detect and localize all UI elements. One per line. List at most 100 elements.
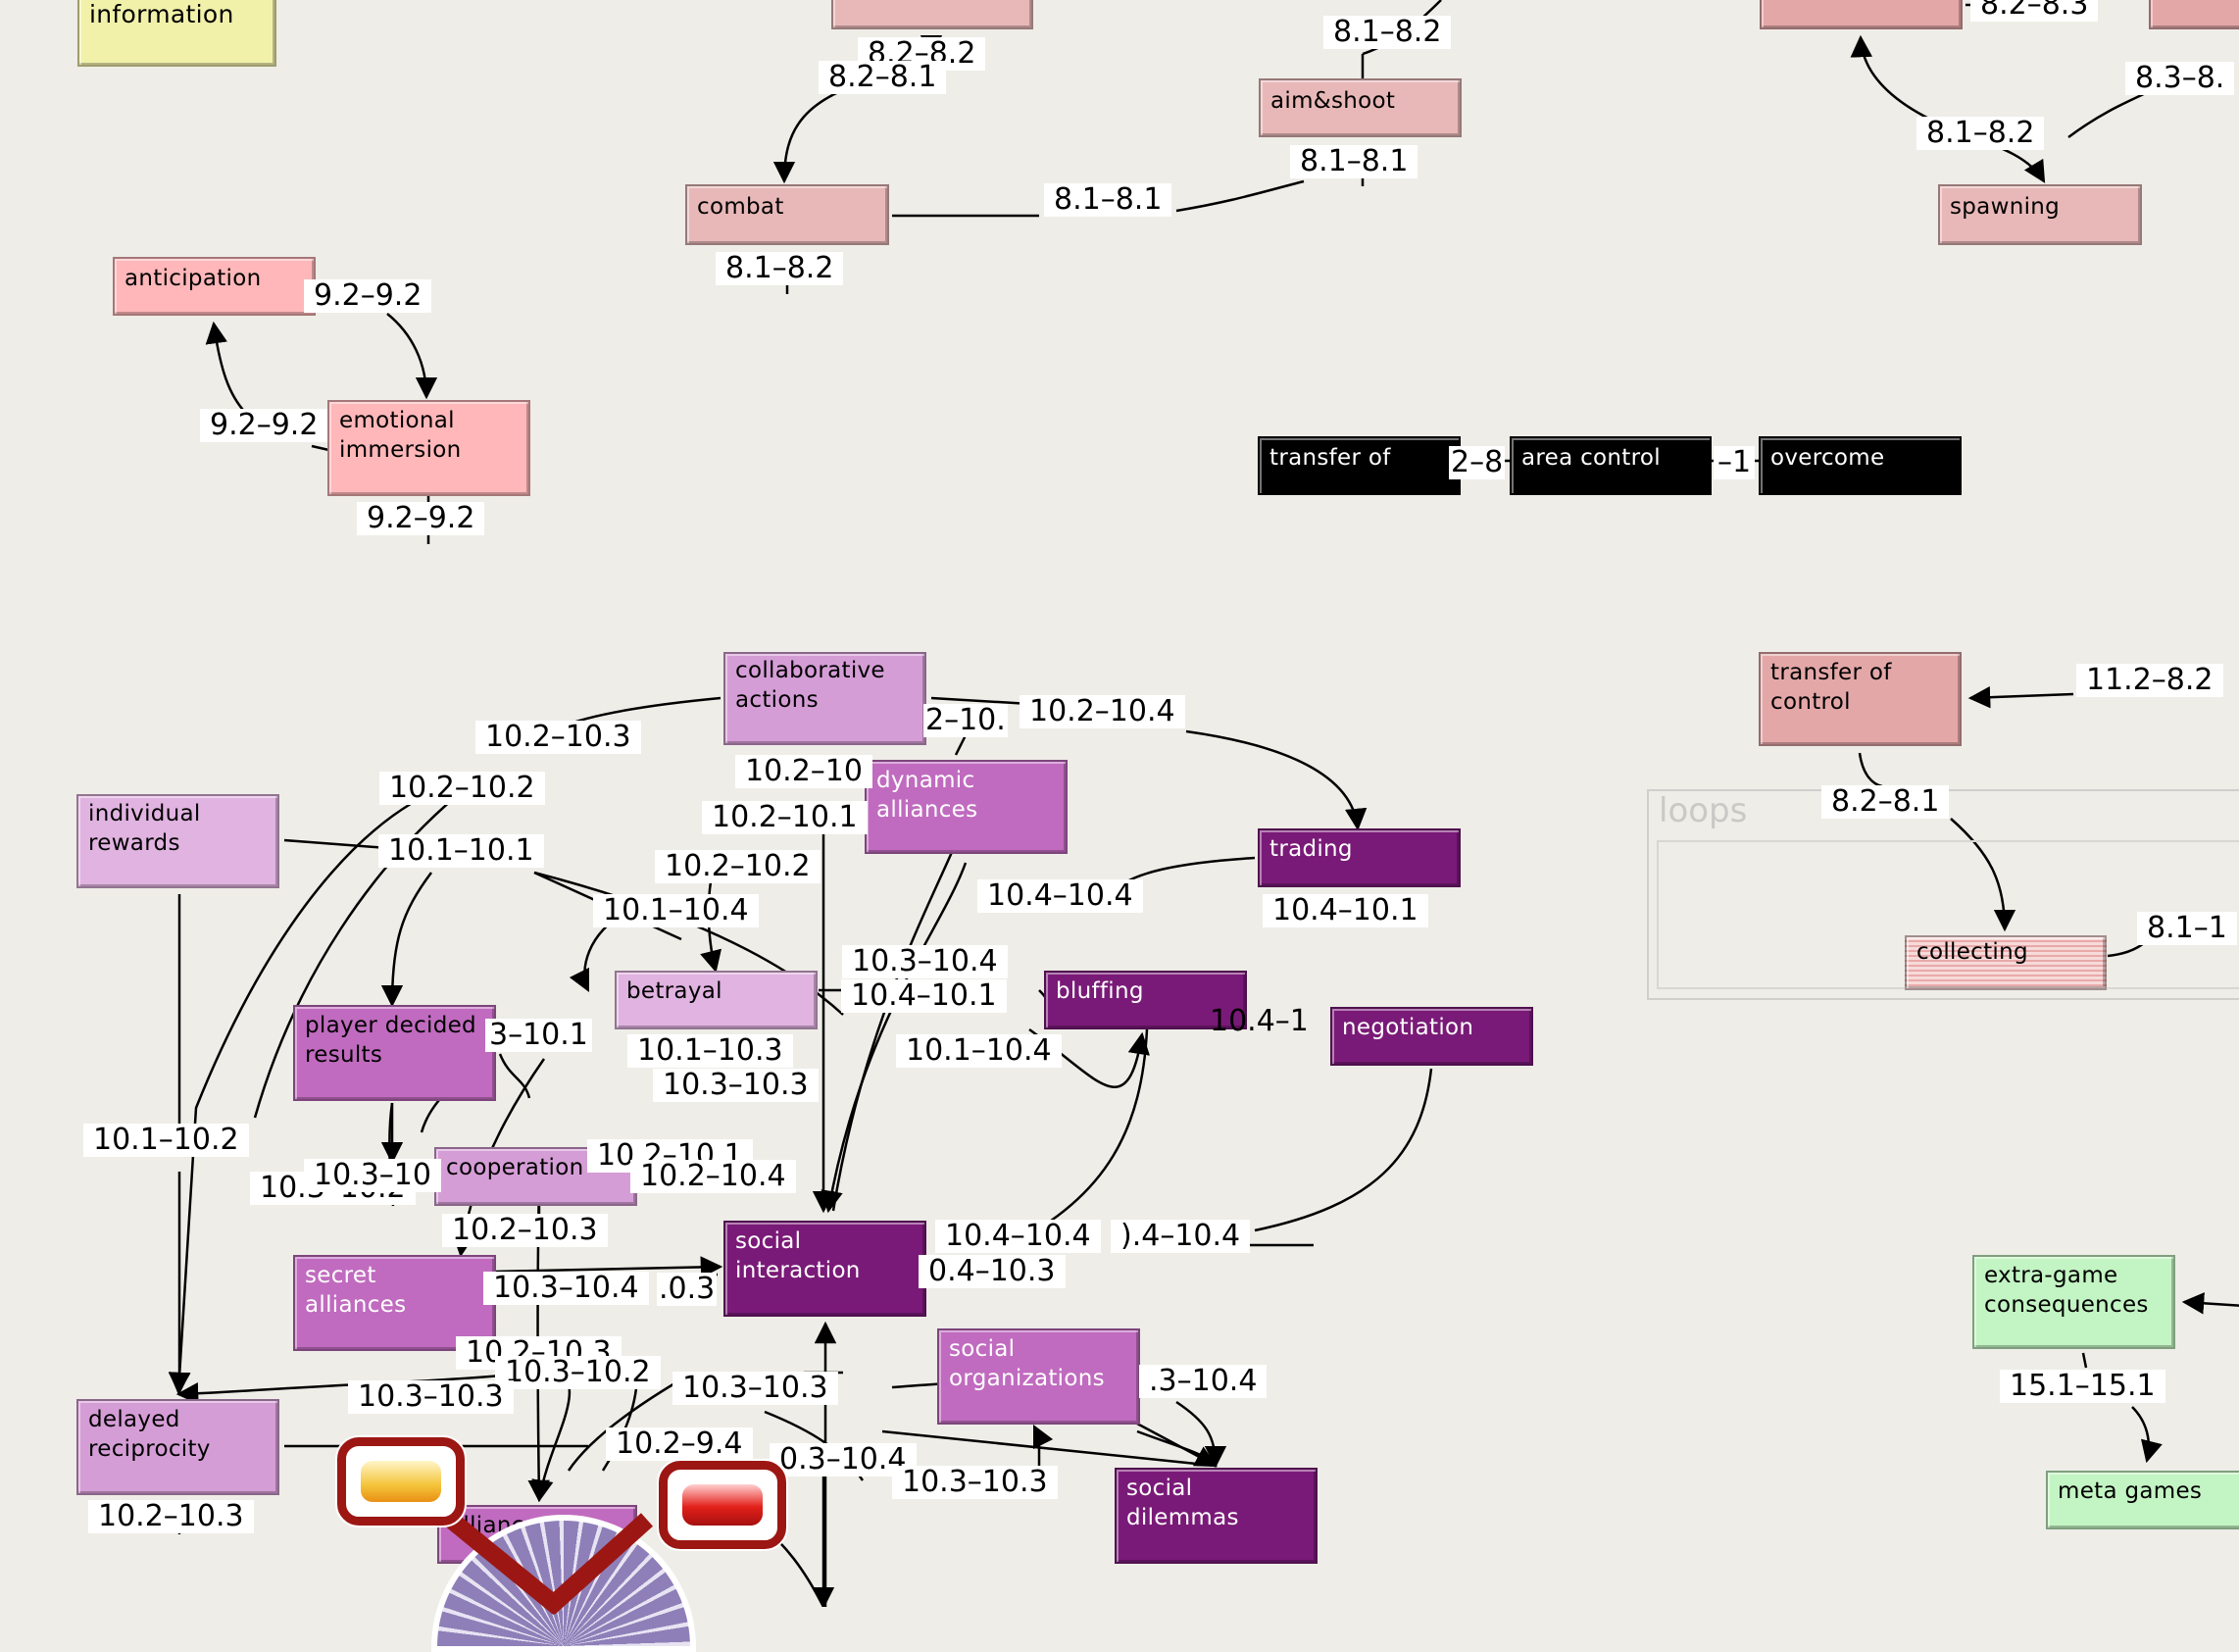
loops-group-title: loops [1659,791,1747,830]
diagram-node[interactable] [2149,0,2239,29]
node-label: information [89,0,234,28]
edge-label: 10.3–10.3 [653,1069,819,1102]
dynamic-alliances-node[interactable]: dynamic alliances [865,760,1068,854]
edge [833,843,956,1211]
edge-label: 8.1–8.1 [1044,183,1171,217]
edge-label: 10.3–10.3 [348,1380,514,1414]
edge [214,324,255,422]
extra-game-consequences-node[interactable]: extra-game consequences [1972,1255,2175,1349]
social-interaction-node[interactable]: social interaction [723,1221,926,1317]
betrayal-node[interactable]: betrayal [615,971,818,1029]
transfer-of-node[interactable]: transfer of [1258,436,1461,495]
trading-node[interactable]: trading [1258,828,1461,887]
overcome-node[interactable]: overcome [1759,436,1962,495]
collecting-node[interactable]: collecting [1905,935,2107,990]
node-label: anticipation [124,266,261,291]
node-label: individual rewards [88,801,201,856]
edge-label: .3–10.4 [1139,1365,1267,1398]
diagram-canvas: loops information aim&shoot combat spawn… [0,0,2239,1607]
edge-label: 10.2–10.4 [630,1160,796,1193]
edge-label: ).4–10.4 [1111,1220,1250,1253]
node-label: transfer of control [1770,660,1892,715]
player-decided-results-node[interactable]: player decided results [293,1005,496,1101]
yellow-button-icon [337,1437,465,1526]
edge-label: 10.1–10.4 [593,894,759,927]
edge [1034,1427,1039,1436]
meta-games-node[interactable]: meta games [2046,1471,2239,1529]
edge-label: 10.2–9.4 [606,1427,753,1461]
edge-label: 3–10.1 [485,1019,592,1052]
node-label: bluffing [1056,978,1144,1004]
edge-label: 11.2–8.2 [2076,664,2223,697]
edge-label: 8.1–1 [2137,912,2237,945]
edge-label: 8.2–8.1 [819,61,946,94]
emotional-immersion-node[interactable]: emotional immersion [327,400,530,496]
edge-label: 10.4–10.1 [1263,894,1428,927]
social-dilemmas-node[interactable]: social dilemmas [1115,1468,1318,1564]
edge [882,1431,1216,1466]
area-control-node[interactable]: area control [1510,436,1712,495]
collaborative-actions-node[interactable]: collaborative actions [723,652,926,745]
edge [392,873,431,1005]
edge-label: 10.3–10.4 [483,1272,649,1305]
transfer-of-control-node[interactable]: transfer of control [1759,652,1962,746]
edge-label: .0.3 [657,1273,717,1306]
diagram-node[interactable] [1760,0,1963,29]
edge-label: 10.3–10 [304,1159,441,1192]
node-label: transfer of [1269,445,1391,471]
edge-label: 10.2–10.4 [1020,695,1185,728]
node-label: betrayal [626,978,722,1004]
edge [2083,1353,2086,1368]
node-label: cooperation [446,1155,583,1180]
node-label: delayed reciprocity [88,1407,211,1462]
negotiation-node[interactable]: negotiation [1330,1007,1533,1066]
edge [387,314,426,397]
node-label: extra-game consequences [1984,1263,2149,1318]
edge-label: 10.4–1 [1208,1005,1311,1038]
edge [1176,181,1304,211]
edge-label: 10.2–10.3 [442,1214,608,1247]
node-label: negotiation [1342,1015,1473,1040]
node-label: social dilemmas [1126,1476,1239,1530]
edge-label: 10.1–10.1 [378,834,544,868]
edge [1186,731,1358,828]
diagram-node[interactable] [831,0,1033,29]
edge [1255,1069,1431,1230]
node-label: trading [1269,836,1353,862]
edge-label: 9.2–9.2 [200,409,327,442]
spawning-node[interactable]: spawning [1938,184,2142,245]
delayed-reciprocity-node[interactable]: delayed reciprocity [76,1399,279,1495]
individual-rewards-node[interactable]: individual rewards [76,794,279,888]
edge-label: 10.2–10.2 [379,772,545,805]
node-label: combat [697,194,784,220]
combat-node[interactable]: combat [685,184,889,245]
edge-label: 8.2–8.3 [1970,0,2098,22]
node-label: player decided results [305,1013,476,1068]
edge [284,840,387,848]
edge-label: –1 [1714,446,1755,479]
edge-label: 10.1–10.4 [896,1034,1062,1068]
edge-label: 10.1–10.2 [83,1124,249,1157]
anticipation-node[interactable]: anticipation [113,257,316,316]
edge-label: 8.2–8.1 [1821,785,1949,819]
node-label: emotional immersion [339,408,462,463]
edge [2184,1302,2239,1306]
node-label: aim&shoot [1270,88,1395,114]
aim-shoot-node[interactable]: aim&shoot [1259,78,1462,137]
edge-label: 10.4–10.4 [977,879,1143,913]
node-label: secret alliances [305,1263,406,1318]
edge-label: 8.1–8.2 [1323,16,1451,49]
social-organizations-node[interactable]: social organizations [937,1328,1140,1425]
edge-label: 10.3–10.4 [842,945,1008,978]
node-label: social organizations [949,1336,1105,1391]
note-information[interactable]: information [77,0,276,67]
node-label: overcome [1770,445,1884,471]
edge-label: 10.3–10.3 [672,1372,838,1405]
edge [956,735,966,755]
edge-label: 10.2–10.1 [702,801,868,834]
edge-label: 15.1–15.1 [2000,1370,2165,1403]
node-label: collaborative actions [735,658,885,713]
edge-label: 8.1–8.2 [1916,117,2044,150]
edge-label: 10.2–10 [735,755,872,788]
edge [1860,753,1882,786]
